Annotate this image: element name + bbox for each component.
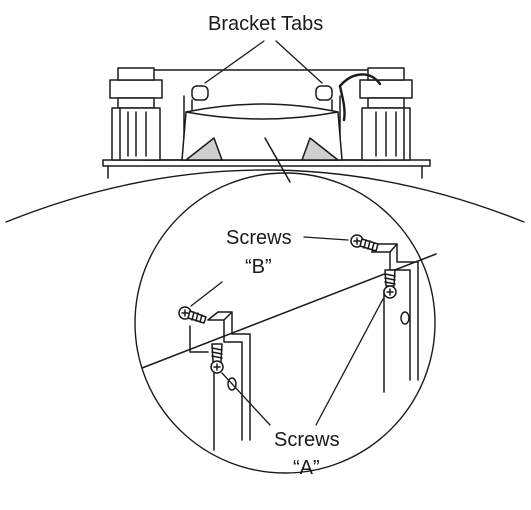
screw-a-left: [210, 343, 224, 374]
zoom-detail: [141, 234, 437, 451]
zoom-circle: [134, 172, 436, 474]
label-screws-b-letter: “B”: [245, 256, 272, 278]
left-transformer: [109, 67, 163, 161]
speaker-housing: [102, 67, 431, 179]
leader-screws-b-right: [303, 236, 349, 241]
label-leaders: [190, 40, 384, 426]
left-bracket: [189, 311, 251, 451]
zoom-leader: [264, 137, 291, 183]
label-bracket-tabs: Bracket Tabs: [208, 13, 324, 35]
screw-a-right: [383, 269, 397, 299]
leader-bracket-left: [204, 40, 265, 84]
leader-screws-b-left: [190, 281, 223, 307]
ceiling-arc: [5, 169, 525, 223]
label-screws-a-word: Screws: [274, 429, 340, 451]
label-screws-a-letter: “A”: [293, 457, 320, 479]
label-screws-b-word: Screws: [226, 227, 292, 249]
leader-screws-a-left: [221, 372, 271, 426]
right-transformer: [338, 67, 413, 161]
speaker-cone: [181, 103, 343, 161]
leader-bracket-right: [275, 40, 323, 84]
screw-b-left: [178, 306, 207, 324]
screw-b-right: [350, 234, 379, 252]
leader-screws-a-right: [315, 298, 384, 426]
